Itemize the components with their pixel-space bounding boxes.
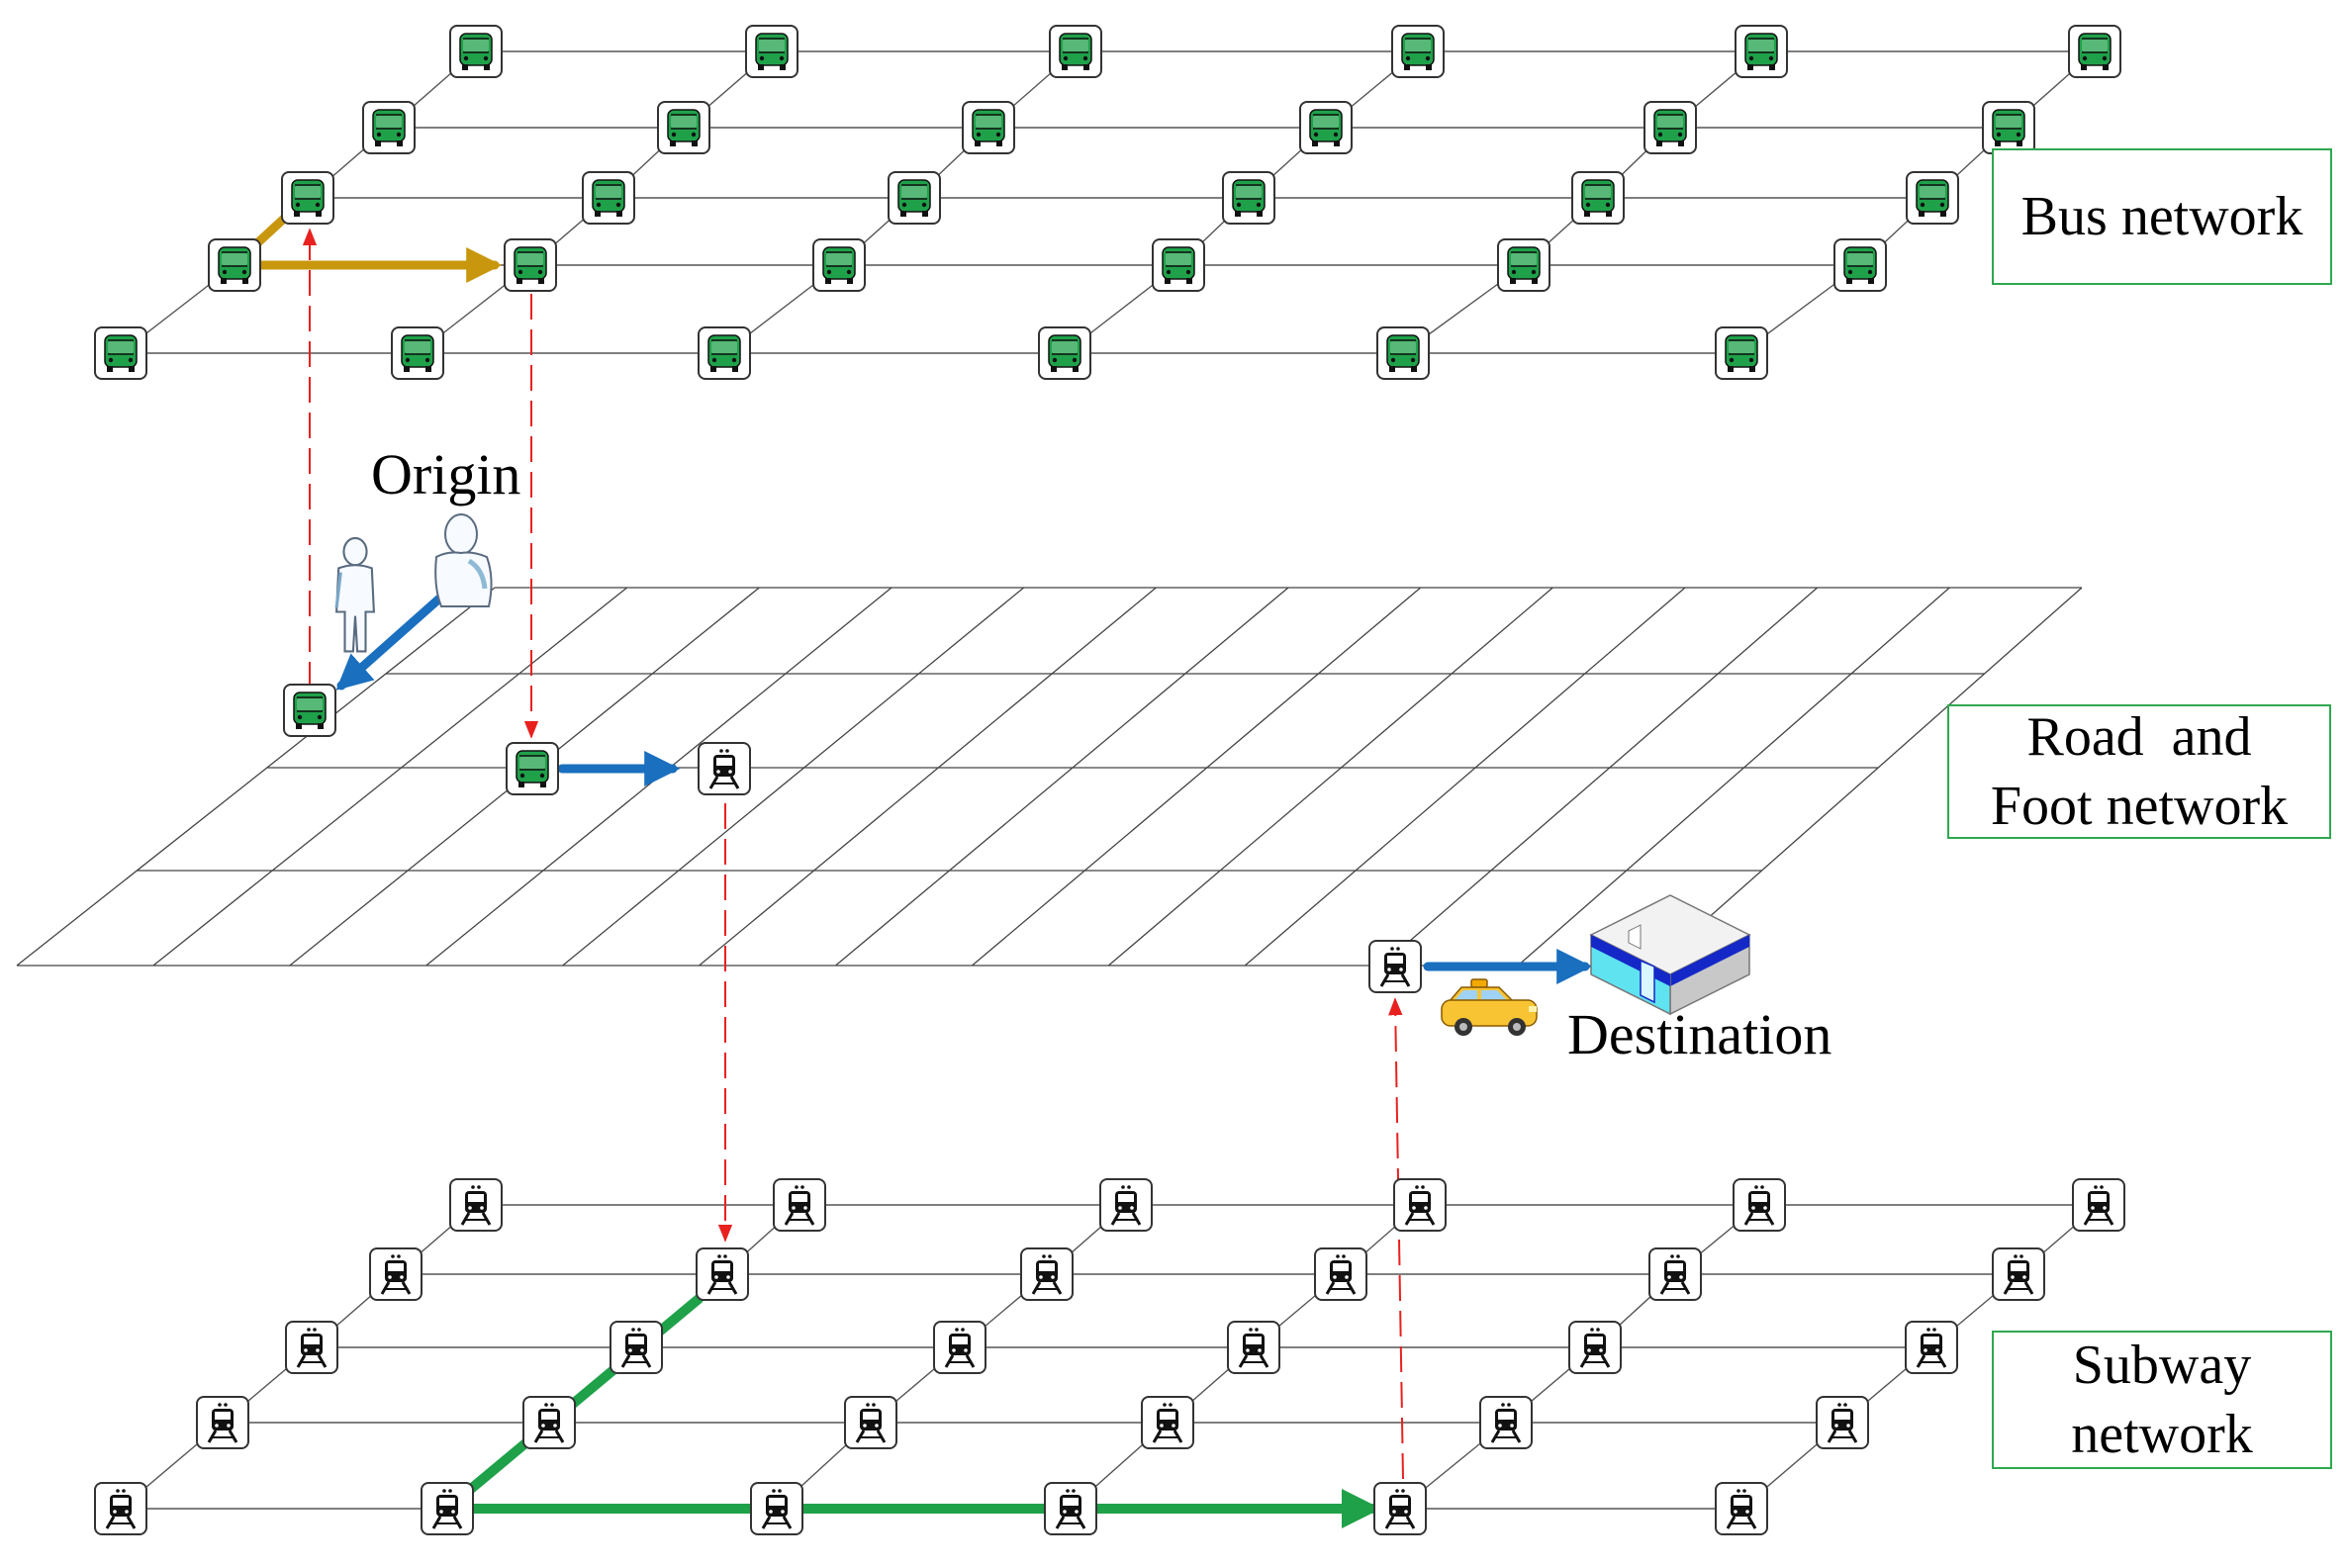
bus-icon (582, 171, 635, 225)
bus-route (229, 189, 503, 283)
bus-network-label: Bus network (1992, 148, 2332, 285)
subway-network-text-line1: Subway (2072, 1335, 2252, 1396)
road-network-text-line1: Road and (2026, 706, 2252, 768)
bus-icon (1152, 238, 1205, 292)
person-icon (334, 536, 376, 653)
bus-icon (812, 238, 866, 292)
train-icon (698, 742, 751, 795)
train-icon (1992, 1247, 2045, 1301)
bus-icon (208, 238, 261, 292)
stop-icons (94, 25, 2125, 1535)
road-line (1653, 587, 2083, 967)
transfer-line (1388, 997, 1404, 1480)
train-icon (1314, 1247, 1367, 1301)
train-icon (2072, 1178, 2125, 1232)
bus-icon (1222, 171, 1275, 225)
bus-icon (1376, 326, 1430, 380)
train-icon (1393, 1178, 1447, 1232)
bus-icon (1715, 326, 1768, 380)
bus-icon (1571, 171, 1625, 225)
train-icon (449, 1178, 503, 1232)
bus-icon (698, 326, 751, 380)
bus-icon (1497, 238, 1550, 292)
train-icon (1568, 1321, 1622, 1374)
train-icon (1479, 1396, 1533, 1449)
train-icon (196, 1396, 249, 1449)
road-line (1244, 587, 1686, 967)
bus-icon (888, 171, 941, 225)
bus-icon (281, 171, 334, 225)
road-line (835, 587, 1289, 967)
building-icon (1589, 894, 1751, 1016)
bus-icon (745, 25, 798, 78)
train-icon (933, 1321, 986, 1374)
train-icon (522, 1396, 576, 1449)
bus-icon (391, 326, 444, 380)
train-icon (369, 1247, 422, 1301)
bus-icon (94, 326, 147, 380)
subway-network-label: Subway network (1992, 1331, 2332, 1469)
bus-icon (962, 101, 1015, 154)
road-line (425, 587, 892, 967)
bus-icon (1906, 171, 1959, 225)
train-icon (773, 1178, 826, 1232)
bus-icon (506, 742, 559, 795)
road-network-text-line2: Foot network (1990, 776, 2289, 837)
bus-icon (1391, 25, 1445, 78)
road-line (699, 587, 1157, 967)
road-line (971, 587, 1422, 967)
road-line (16, 587, 496, 967)
train-icon (610, 1321, 663, 1374)
bus-icon (283, 684, 336, 737)
train-icon (1368, 940, 1422, 993)
road-foot-network-label: Road and Foot network (1947, 704, 2331, 839)
train-icon (1816, 1396, 1869, 1449)
bus-icon (1049, 25, 1102, 78)
walk-route (335, 587, 452, 691)
bus-icon (1299, 101, 1353, 154)
train-icon (696, 1247, 749, 1301)
train-icon (94, 1482, 147, 1535)
bus-icon (2068, 25, 2121, 78)
bus-icon (504, 238, 557, 292)
train-icon (285, 1321, 338, 1374)
train-icon (1905, 1321, 1958, 1374)
road-line (1107, 587, 1553, 967)
train-icon (1020, 1247, 1074, 1301)
train-icon (1044, 1482, 1097, 1535)
road-line (152, 587, 628, 967)
train-icon (1648, 1247, 1702, 1301)
bus-icon (1982, 101, 2035, 154)
train-icon (750, 1482, 803, 1535)
bus-network-text: Bus network (2020, 186, 2303, 247)
origin-label: Origin (371, 442, 521, 507)
taxi-icon (1441, 978, 1538, 1036)
bus-icon (449, 25, 503, 78)
train-icon (1373, 1482, 1427, 1535)
road-line (1380, 587, 1819, 967)
bus-icon (1833, 238, 1887, 292)
subway-network-text-line2: network (2071, 1404, 2253, 1465)
road-line (1517, 587, 1950, 967)
road-line (562, 587, 1025, 967)
person-icon (434, 513, 493, 607)
train-icon (1733, 1178, 1786, 1232)
bus-icon (1038, 326, 1091, 380)
train-icon (1715, 1482, 1768, 1535)
train-icon (844, 1396, 897, 1449)
bus-icon (1643, 101, 1697, 154)
train-icon (1099, 1178, 1153, 1232)
train-icon (421, 1482, 474, 1535)
train-icon (1141, 1396, 1194, 1449)
bus-icon (362, 101, 416, 154)
destination-label: Destination (1567, 1002, 1832, 1066)
bus-icon (657, 101, 710, 154)
bus-icon (1735, 25, 1788, 78)
train-icon (1227, 1321, 1280, 1374)
routes (229, 189, 1593, 1528)
